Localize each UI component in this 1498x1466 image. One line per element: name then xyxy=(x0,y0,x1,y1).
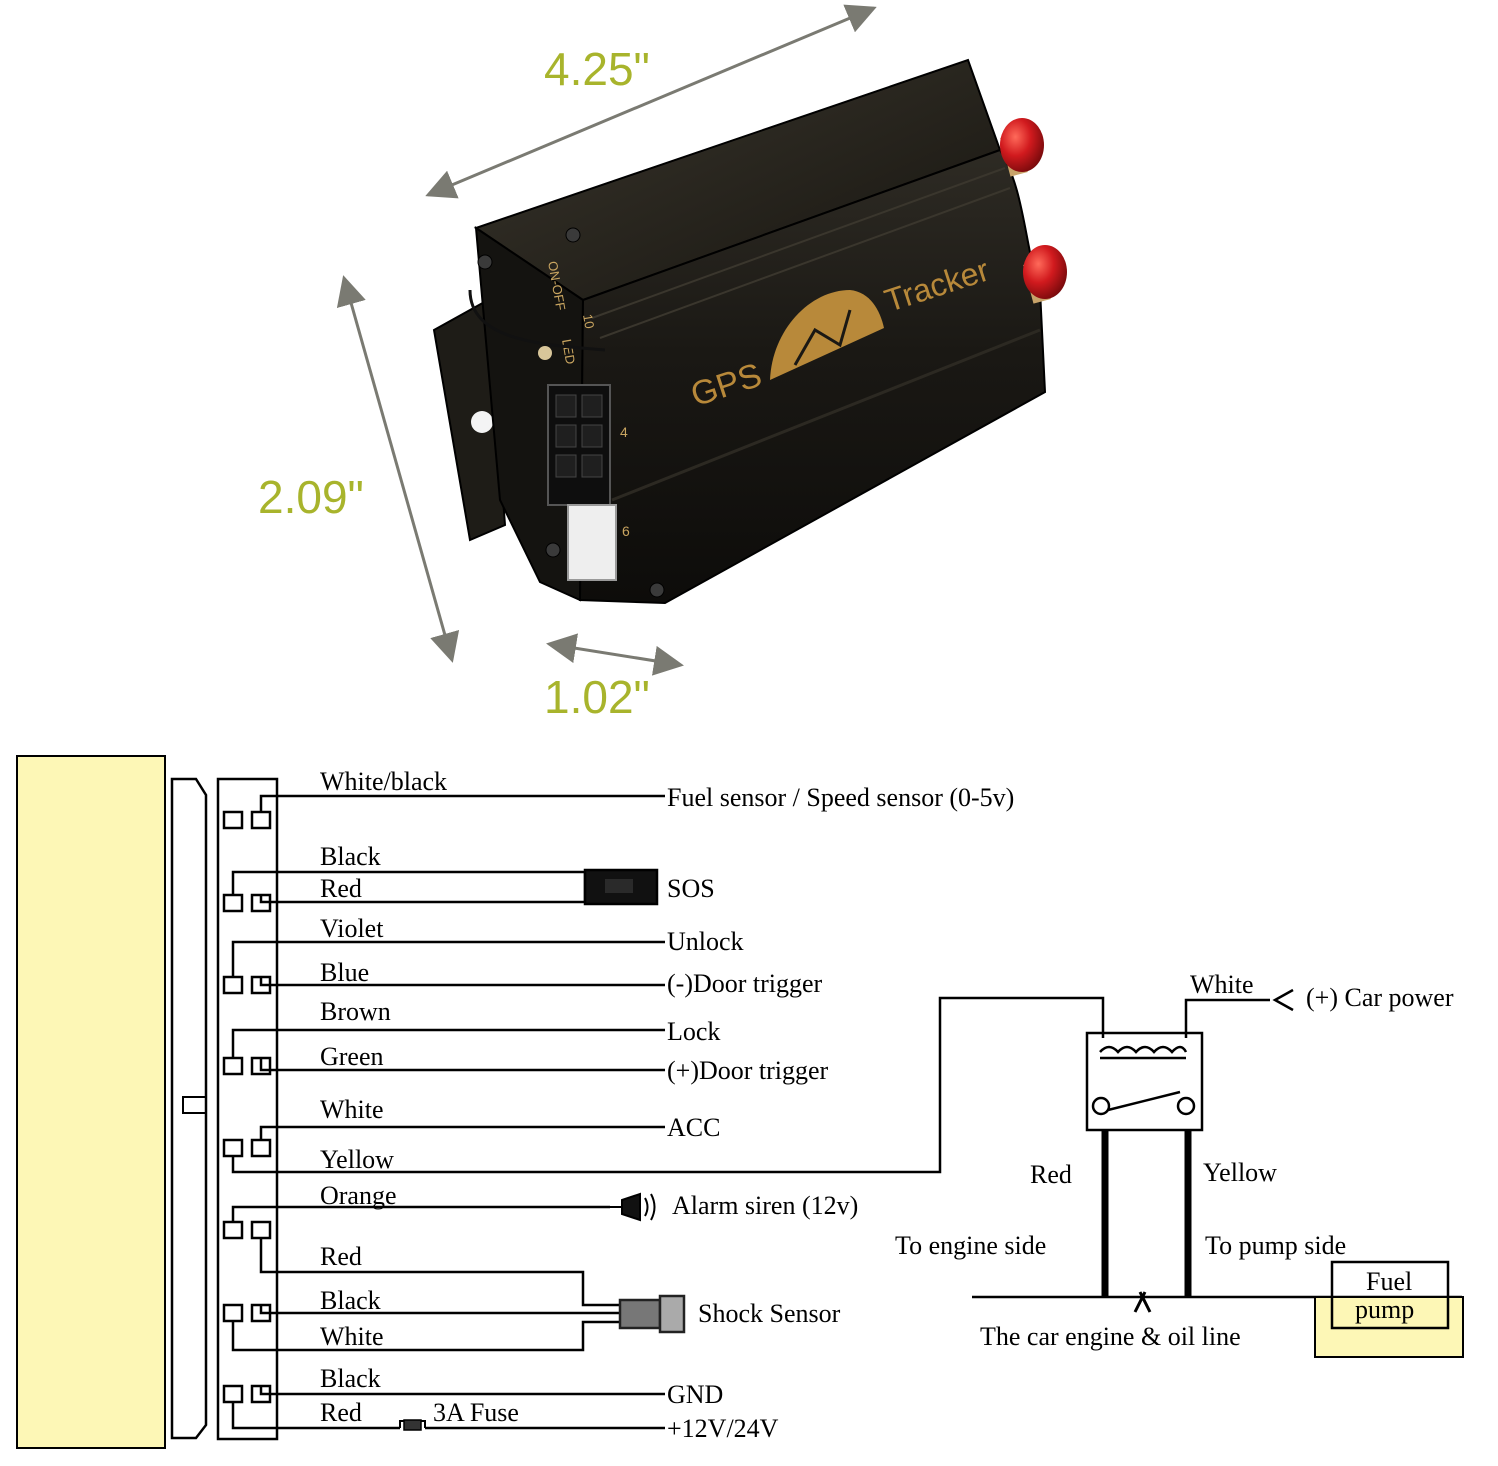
device-end-face xyxy=(474,226,585,602)
wire-color-label: Yellow xyxy=(320,1145,394,1174)
wire-color-label: Red xyxy=(320,1242,362,1271)
port-10-label: 10 xyxy=(580,313,597,330)
wire-color-label: Blue xyxy=(320,958,369,987)
engine-side-label: To engine side xyxy=(895,1231,1046,1260)
connector-pin xyxy=(555,454,577,478)
pin-group-7 xyxy=(222,1303,620,1352)
pin-group-4 xyxy=(222,1028,665,1076)
relay-red-label: Red xyxy=(1030,1160,1072,1189)
wire-labels: White/black Black Red Violet Blue Brown … xyxy=(320,767,1454,1443)
screw-icon xyxy=(545,542,561,558)
relay-coil-right xyxy=(1184,998,1270,1038)
sos-button-detail xyxy=(605,879,633,893)
dimension-annotations: 4.25" 2.09" 1.02" xyxy=(258,4,877,723)
screw-icon xyxy=(649,582,665,598)
siren-wave xyxy=(644,1197,649,1217)
pin-group-1 xyxy=(222,794,665,830)
globe-logo-detail xyxy=(793,309,852,366)
antenna-cable xyxy=(468,289,606,352)
wire-target-label: Fuel sensor / Speed sensor (0-5v) xyxy=(667,783,1014,812)
fuel-pump-label-line1: Fuel xyxy=(1366,1267,1412,1296)
wire-target-label: Unlock xyxy=(667,927,744,956)
relay-coil-icon xyxy=(1099,1045,1188,1054)
wire-color-label: Black xyxy=(320,1364,381,1393)
depth-arrow xyxy=(546,633,684,676)
siren-wave xyxy=(650,1193,656,1221)
relay-switch-arm xyxy=(1107,1090,1181,1112)
port-4-label: 4 xyxy=(620,424,628,440)
pin-group-8 xyxy=(222,1384,665,1430)
wire-target-label: (+)Door trigger xyxy=(667,1056,829,1085)
fuse-label: 3A Fuse xyxy=(433,1398,519,1427)
led-label: LED xyxy=(559,338,578,366)
shock-sensor-plug xyxy=(658,1294,686,1334)
fuel-pump-box xyxy=(1330,1260,1450,1330)
wire-target-label: Alarm siren (12v) xyxy=(672,1191,858,1220)
connector-pin xyxy=(555,424,577,448)
wire-color-label: Red xyxy=(320,874,362,903)
relay-contact-right xyxy=(1176,1096,1196,1116)
fuel-pump-label-line2: pump xyxy=(1355,1295,1414,1324)
length-label: 4.25" xyxy=(544,43,650,95)
height-arrow xyxy=(336,275,460,663)
connector-pin xyxy=(581,394,603,418)
body-ridge xyxy=(599,187,1011,339)
gps-tracker-device: GPS Tracker ON-OFF LED 10 4 6 xyxy=(432,58,1067,605)
tracker-module-box xyxy=(16,755,166,1449)
antenna-upper xyxy=(1000,118,1044,177)
body-ridge xyxy=(611,328,1041,502)
connector-pin xyxy=(581,424,603,448)
wire-target-label: Shock Sensor xyxy=(698,1299,841,1328)
cable-bundle-bracket xyxy=(170,777,208,1440)
connector-strip xyxy=(216,777,279,1441)
wire-color-label: White/black xyxy=(320,767,447,796)
length-arrow xyxy=(425,4,877,199)
bracket-hole xyxy=(471,411,493,433)
wire-color-label: Red xyxy=(320,1398,362,1427)
pump-side-label: To pump side xyxy=(1205,1231,1346,1260)
wire-target-label: SOS xyxy=(667,874,715,903)
siren-icon xyxy=(610,1192,641,1222)
wire-color-label: Green xyxy=(320,1042,384,1071)
wire-target-label: Lock xyxy=(667,1017,720,1046)
body-ridge xyxy=(591,167,1006,319)
screw-icon xyxy=(565,227,581,243)
connector-pin xyxy=(581,454,603,478)
led-icon xyxy=(538,346,552,360)
wire-color-label: White xyxy=(320,1322,384,1351)
relay-white-label: White xyxy=(1190,970,1254,999)
wire-target-label: +12V/24V xyxy=(667,1414,779,1443)
port-6-label: 6 xyxy=(622,523,630,539)
wire-target-label: GND xyxy=(667,1380,723,1409)
engine-oil-line-label: The car engine & oil line xyxy=(980,1322,1241,1351)
antenna-lower xyxy=(1023,245,1067,304)
wire-target-label: (-)Door trigger xyxy=(667,969,823,998)
wire-target-label: ACC xyxy=(667,1113,720,1142)
line-cut-icon xyxy=(1133,1291,1152,1313)
pin-group-6 xyxy=(222,1205,620,1307)
wire-color-label: Black xyxy=(320,842,381,871)
bundle-tab xyxy=(182,1096,207,1114)
car-power-label: (+) Car power xyxy=(1306,983,1454,1012)
wire-color-label: Orange xyxy=(320,1181,397,1210)
wire-color-label: White xyxy=(320,1095,384,1124)
depth-label: 1.02" xyxy=(544,671,650,723)
wire-color-label: Violet xyxy=(320,914,384,943)
wire-color-label: Brown xyxy=(320,997,391,1026)
screw-icon xyxy=(477,254,493,270)
white-port-icon xyxy=(567,504,617,581)
wire-color-label: Black xyxy=(320,1286,381,1315)
shock-sensor-icon xyxy=(618,1298,662,1330)
connector-pin xyxy=(555,394,577,418)
relay-box xyxy=(1085,1031,1204,1132)
fuse-body xyxy=(403,1419,422,1431)
pin-group-5 xyxy=(222,996,1105,1174)
wiring-diagram xyxy=(16,755,1464,1449)
height-label: 2.09" xyxy=(258,471,364,523)
relay-yellow-label: Yellow xyxy=(1203,1158,1277,1187)
relay-contact-left xyxy=(1091,1096,1111,1116)
car-power-arrow-icon xyxy=(1272,988,1294,1012)
pin-group-3 xyxy=(222,940,665,995)
